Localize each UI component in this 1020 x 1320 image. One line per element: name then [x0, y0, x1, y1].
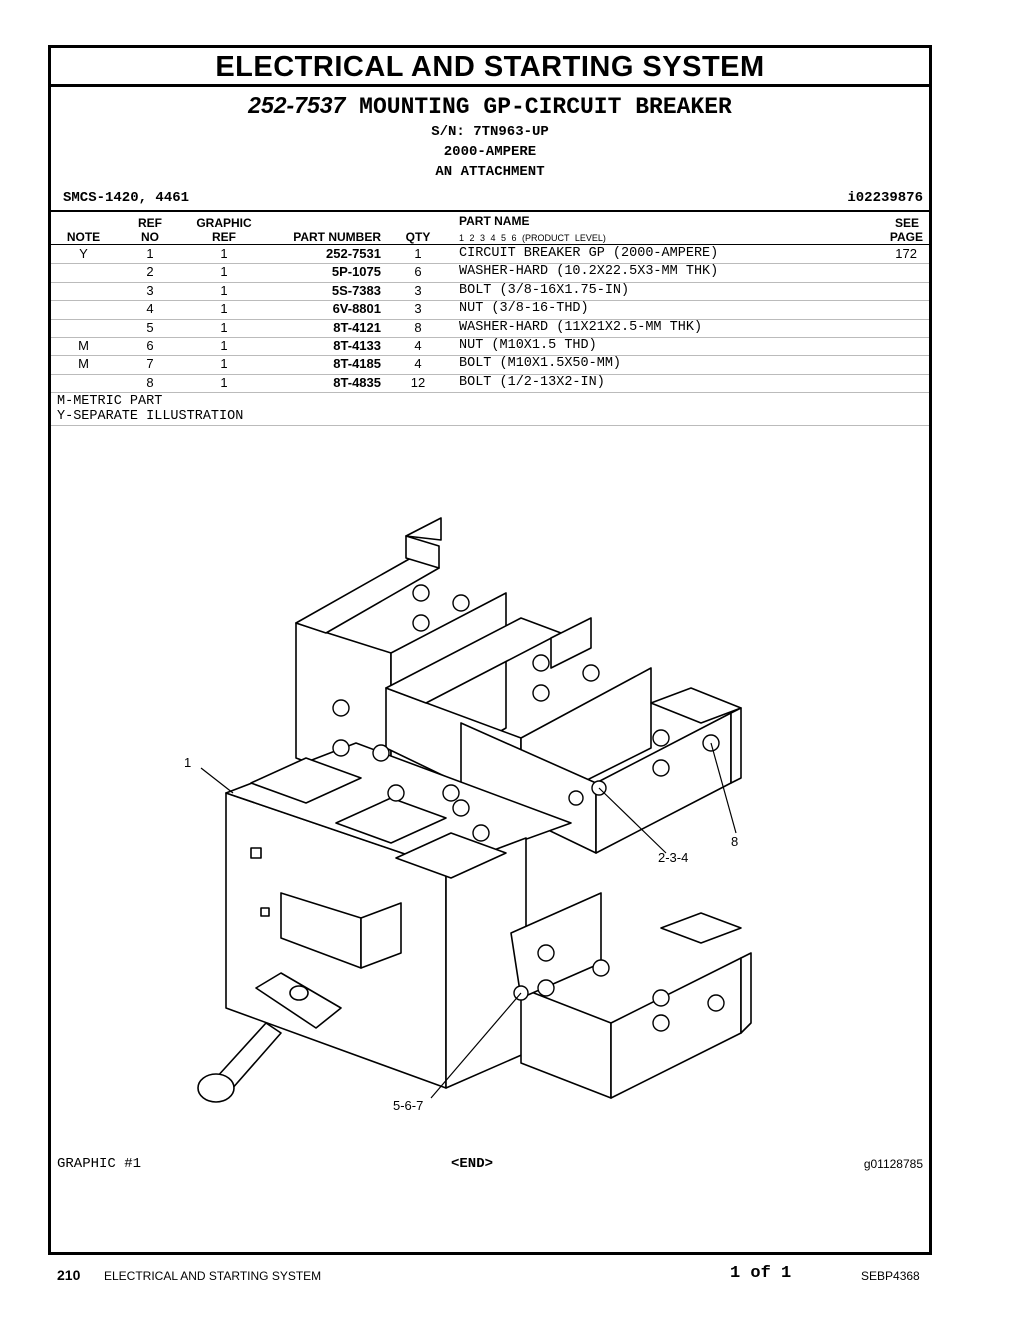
- exploded-view-illustration: [197, 517, 752, 1103]
- table-top-rule: [51, 210, 929, 212]
- callout-8: 8: [731, 834, 739, 849]
- row-divider: [51, 300, 929, 302]
- col-graphic-bottom: REF: [212, 230, 236, 244]
- row-ref: 8: [146, 374, 154, 390]
- row-part: 8T-4121: [333, 319, 381, 335]
- end-marker: <END>: [451, 1156, 494, 1172]
- row-ref: 3: [146, 282, 154, 298]
- row-graphic: 1: [220, 282, 228, 298]
- row-note: M: [78, 356, 89, 372]
- lower-bracket: [510, 892, 752, 1099]
- col-part-name: PART NAME: [459, 214, 530, 228]
- group-name: MOUNTING GP-CIRCUIT BREAKER: [359, 94, 732, 120]
- row-qty: 3: [414, 282, 422, 298]
- row-name: BOLT (M10X1.5X50-MM): [459, 356, 622, 372]
- group-part-number: 252-7537: [248, 92, 346, 118]
- row-ref: 1: [146, 246, 154, 261]
- row-qty: 4: [414, 356, 422, 372]
- row-graphic: 1: [220, 356, 228, 372]
- row-divider: [51, 281, 929, 283]
- illustration-id: i02239876: [847, 190, 923, 206]
- col-graphic-top: GRAPHIC: [196, 216, 252, 230]
- col-ref-top: REF: [138, 216, 162, 230]
- col-see-top: SEE: [894, 216, 919, 230]
- callout-leaders: [200, 742, 737, 1099]
- row-part: 8T-4185: [333, 356, 381, 372]
- graphic-id: g01128785: [863, 1157, 923, 1171]
- row-name: NUT (3/8-16-THD): [459, 301, 589, 317]
- row-name: WASHER-HARD (11X21X2.5-MM THK): [459, 319, 703, 335]
- row-graphic: 1: [220, 338, 228, 353]
- row-ref: 2: [146, 264, 154, 280]
- row-ref: 4: [146, 301, 154, 317]
- row-name: NUT (M10X1.5 THD): [459, 338, 597, 353]
- col-ref-bottom: NO: [141, 230, 159, 244]
- callout-2-3-4: 2-3-4: [658, 850, 689, 865]
- legend-rule: [51, 425, 929, 426]
- row-name: CIRCUIT BREAKER GP (2000-AMPERE): [459, 246, 719, 261]
- group-title: 252-7537 MOUNTING GP-CIRCUIT BREAKER: [51, 92, 929, 120]
- row-part: 5S-7383: [331, 282, 381, 298]
- row-part: 8T-4835: [333, 374, 381, 390]
- col-part-number: PART NUMBER: [293, 230, 381, 244]
- operating-handle: [197, 972, 342, 1103]
- header-rule: [51, 244, 929, 245]
- row-graphic: 1: [220, 246, 228, 261]
- row-qty: 4: [414, 338, 422, 353]
- col-note: NOTE: [66, 230, 101, 244]
- row-qty: 12: [410, 374, 426, 390]
- page-frame: ELECTRICAL AND STARTING SYSTEM 252-7537 …: [48, 45, 932, 1255]
- row-qty: 1: [414, 246, 422, 261]
- row-page: 172: [895, 246, 917, 261]
- col-see-bottom: PAGE: [889, 230, 923, 244]
- row-name: BOLT (1/2-13X2-IN): [459, 374, 605, 390]
- page-count: 1 of 1: [730, 1264, 792, 1283]
- page-number: 210: [57, 1267, 81, 1283]
- legend-metric: M-METRIC PART: [57, 394, 163, 409]
- row-name: BOLT (3/8-16X1.75-IN): [459, 282, 630, 298]
- section-title: ELECTRICAL AND STARTING SYSTEM: [51, 48, 929, 87]
- row-part: 252-7531: [326, 246, 381, 261]
- row-graphic: 1: [220, 301, 228, 317]
- col-qty: QTY: [405, 230, 431, 244]
- product-levels: 1 2 3 4 5 6 (PRODUCT LEVEL): [459, 233, 606, 243]
- row-name: WASHER-HARD (10.2X22.5X3-MM THK): [459, 264, 719, 280]
- doc-id: SEBP4368: [861, 1269, 920, 1283]
- smcs-code: SMCS-1420, 4461: [63, 190, 190, 206]
- row-qty: 6: [414, 264, 422, 280]
- graphic-label: GRAPHIC #1: [57, 1156, 142, 1172]
- row-divider: [51, 373, 929, 375]
- page-footer-section: ELECTRICAL AND STARTING SYSTEM: [104, 1269, 322, 1283]
- legend-separate: Y-SEPARATE ILLUSTRATION: [57, 409, 244, 424]
- callout-5-6-7: 5-6-7: [393, 1098, 424, 1113]
- row-note: M: [78, 338, 89, 353]
- row-qty: 3: [414, 301, 422, 317]
- row-divider: [51, 337, 929, 338]
- row-divider: [51, 392, 929, 394]
- row-part: 6V-8801: [332, 301, 381, 317]
- row-divider: [51, 318, 929, 320]
- row-part: 5P-1075: [331, 264, 381, 280]
- callout-1: 1: [184, 755, 192, 770]
- row-ref: 6: [146, 338, 154, 353]
- row-part: 8T-4133: [333, 338, 381, 353]
- row-ref: 5: [146, 319, 154, 335]
- serial-range: S/N: 7TN963-UP: [431, 124, 549, 140]
- row-divider: [51, 355, 929, 357]
- attachment-line: AN ATTACHMENT: [435, 164, 545, 180]
- row-graphic: 1: [220, 264, 228, 280]
- row-graphic: 1: [220, 374, 228, 390]
- row-note: Y: [79, 246, 88, 261]
- terminal-grills: [250, 757, 507, 879]
- row-qty: 8: [414, 319, 422, 335]
- row-graphic: 1: [220, 319, 228, 335]
- rating-line: 2000-AMPERE: [443, 144, 537, 160]
- row-ref: 7: [146, 356, 154, 372]
- row-divider: [51, 263, 929, 265]
